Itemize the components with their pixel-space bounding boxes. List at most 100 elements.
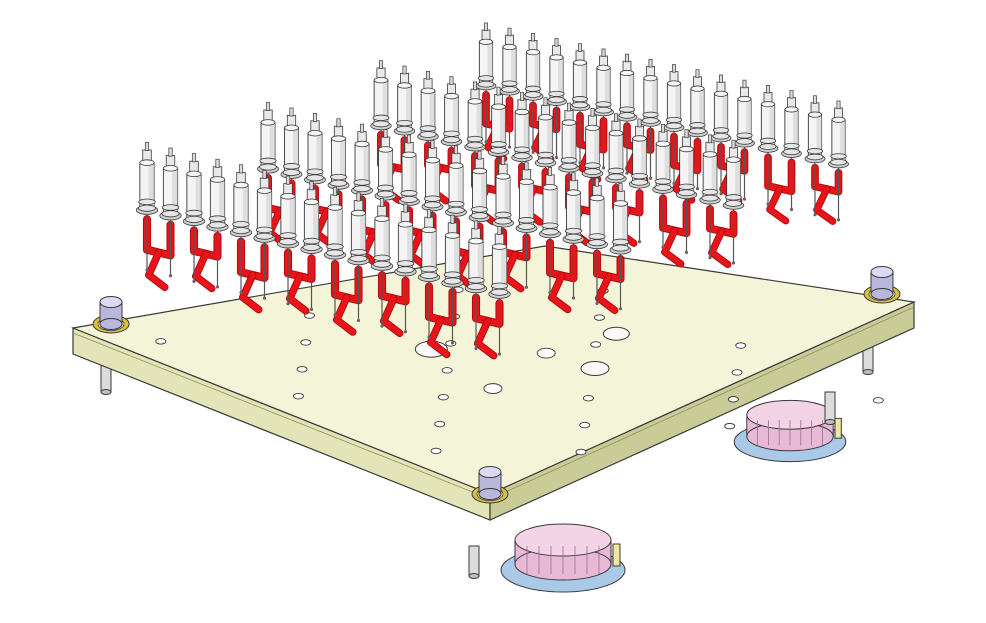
nozzle-ring bbox=[494, 217, 512, 225]
guide-pin bbox=[471, 466, 509, 504]
runner-channel bbox=[380, 295, 403, 336]
plate-hole bbox=[536, 347, 556, 359]
nozzle-ring bbox=[353, 185, 371, 193]
nozzle-tip bbox=[312, 113, 318, 122]
plate-hole bbox=[594, 314, 605, 321]
nozzle-ring bbox=[349, 255, 368, 263]
nozzle-ring bbox=[489, 146, 508, 154]
nozzle-ring bbox=[759, 143, 777, 150]
nozzle-ring bbox=[477, 75, 495, 82]
nozzle-ring bbox=[423, 195, 442, 202]
actuator-fitting bbox=[612, 543, 621, 567]
nozzle-ring bbox=[376, 190, 395, 198]
support-leg bbox=[468, 545, 480, 579]
nozzle bbox=[781, 90, 802, 212]
nozzle-tip bbox=[578, 43, 582, 52]
nozzle-ring bbox=[373, 254, 391, 262]
nozzle-tip bbox=[289, 107, 294, 117]
runner-channel bbox=[767, 186, 789, 224]
nozzle-ring bbox=[611, 244, 630, 252]
nozzle-ring bbox=[376, 184, 395, 192]
nozzle-ring bbox=[185, 215, 203, 223]
runner-channel bbox=[192, 251, 215, 292]
nozzle-ring bbox=[712, 127, 730, 134]
nozzle bbox=[586, 177, 608, 305]
nozzle-tip bbox=[265, 102, 271, 111]
nozzle-ring bbox=[396, 266, 415, 274]
nozzle-ring bbox=[419, 125, 437, 132]
nozzle-ring bbox=[396, 119, 413, 127]
nozzle-ring bbox=[443, 271, 462, 278]
nozzle-ring bbox=[447, 206, 465, 214]
nozzle-tip bbox=[473, 220, 479, 230]
nozzle-tip bbox=[402, 65, 407, 75]
nozzle-tip bbox=[836, 100, 841, 109]
nozzle-tip bbox=[524, 161, 529, 171]
nozzle-tip bbox=[625, 53, 629, 63]
nozzle-ring bbox=[467, 277, 485, 284]
runner-channel bbox=[427, 317, 450, 358]
nozzle-tip bbox=[403, 203, 408, 213]
nozzle-ring bbox=[517, 217, 536, 224]
nozzle-tip bbox=[406, 134, 412, 144]
nozzle-tip bbox=[567, 102, 571, 112]
nozzle-ring bbox=[259, 157, 277, 165]
nozzle-tip bbox=[356, 192, 361, 202]
nozzle-ring bbox=[255, 232, 274, 240]
nozzle bbox=[593, 48, 614, 170]
plate-hole bbox=[300, 339, 312, 346]
nozzle-tip bbox=[637, 118, 642, 128]
nozzle-ring bbox=[541, 228, 559, 236]
nozzle-ring bbox=[631, 172, 648, 180]
nozzle-ring bbox=[302, 237, 321, 245]
runner-channel bbox=[814, 186, 836, 224]
nozzle bbox=[229, 164, 253, 295]
nozzle-ring bbox=[282, 163, 301, 170]
guide-pin bbox=[92, 296, 130, 334]
nozzle-tip bbox=[449, 76, 454, 85]
runner-channel bbox=[474, 318, 497, 359]
nozzle-tip bbox=[571, 172, 576, 182]
nozzle bbox=[562, 172, 585, 300]
nozzle-ring bbox=[725, 194, 742, 201]
plate-hole bbox=[582, 395, 594, 402]
nozzle-tip bbox=[719, 74, 723, 83]
nozzle bbox=[347, 192, 370, 323]
nozzle bbox=[206, 158, 229, 289]
nozzle-tip bbox=[543, 97, 548, 107]
guide-pins bbox=[92, 266, 901, 504]
nozzle-tip bbox=[708, 134, 712, 144]
nozzle-ring bbox=[524, 85, 542, 92]
nozzle-ring bbox=[712, 132, 730, 140]
nozzle-ring bbox=[783, 148, 800, 156]
nozzle-tip bbox=[383, 129, 388, 138]
nozzle-ring bbox=[689, 122, 706, 129]
nozzle-ring bbox=[138, 204, 156, 212]
nozzle-ring bbox=[501, 86, 518, 93]
nozzle-ring bbox=[548, 90, 565, 97]
nozzle-tip bbox=[453, 145, 459, 155]
nozzle-ring bbox=[353, 179, 371, 186]
nozzle-ring bbox=[806, 153, 824, 161]
nozzle bbox=[300, 181, 323, 311]
nozzle-tip bbox=[594, 177, 600, 187]
nozzle-ring bbox=[138, 198, 156, 206]
nozzle-ring bbox=[595, 106, 612, 114]
nozzle-ring bbox=[423, 201, 442, 209]
nozzle-tip bbox=[379, 198, 385, 207]
plate-hole bbox=[434, 420, 446, 428]
nozzle bbox=[499, 27, 520, 149]
nozzle-tip bbox=[731, 139, 736, 149]
nozzle bbox=[475, 22, 497, 144]
nozzle bbox=[640, 58, 661, 180]
nozzle-ring bbox=[419, 131, 437, 138]
nozzle-ring bbox=[349, 249, 368, 256]
nozzle bbox=[159, 147, 182, 278]
plate-hole bbox=[724, 422, 736, 430]
plate-hole bbox=[430, 447, 442, 455]
nozzle-ring bbox=[536, 157, 555, 165]
nozzle-tip bbox=[695, 69, 700, 78]
nozzle-ring bbox=[490, 288, 509, 296]
plate-hole bbox=[590, 341, 602, 348]
